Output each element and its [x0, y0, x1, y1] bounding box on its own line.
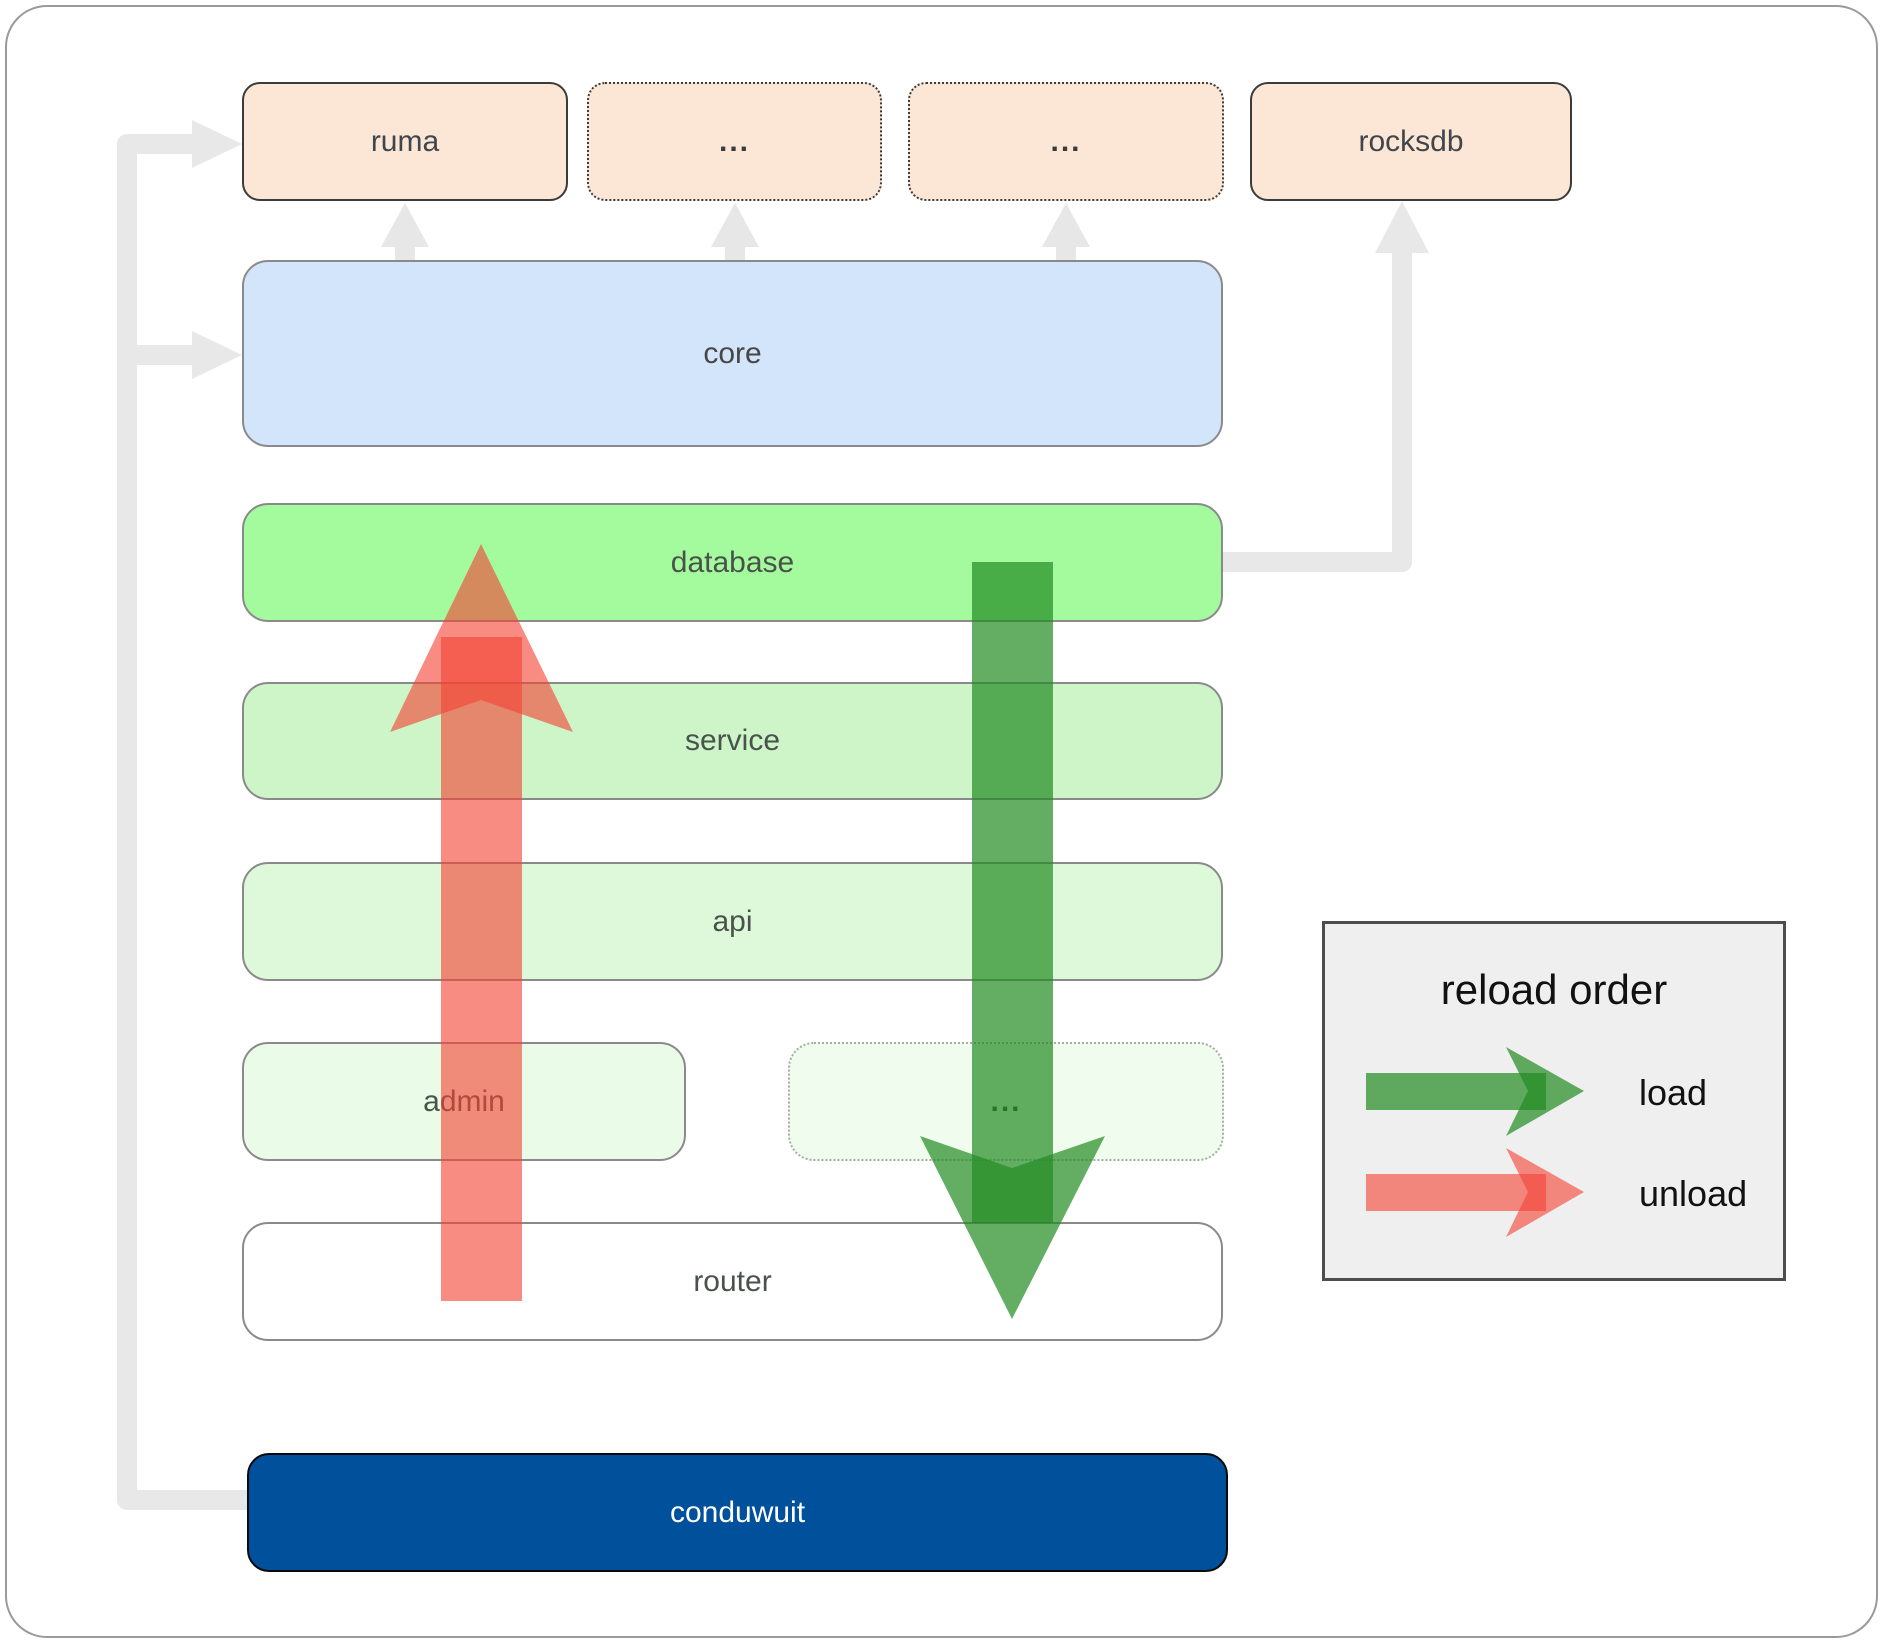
box-core: core	[242, 260, 1223, 447]
box-api: api	[242, 862, 1223, 981]
box-ruma: ruma	[242, 82, 568, 201]
load-arrow-icon	[920, 562, 1105, 1319]
database-to-rocksdb-connector	[1222, 201, 1429, 572]
arrowhead-to-core	[192, 331, 242, 379]
legend-label-unload: unload	[1639, 1173, 1748, 1214]
box-rocksdb: rocksdb	[1250, 82, 1572, 201]
legend-unload-arrow-icon	[1366, 1148, 1584, 1237]
legend-load-arrow-icon	[1366, 1047, 1584, 1136]
diagram-outer-border	[5, 5, 1878, 1638]
arrowhead-to-rocksdb	[1375, 201, 1429, 253]
box-ellipsis-top-1: ...	[587, 82, 882, 201]
box-conduwuit: conduwuit	[247, 1453, 1228, 1572]
box-ellipsis-top-2: ...	[908, 82, 1224, 201]
unload-arrow-icon	[390, 544, 573, 1301]
arrowhead-to-ruma	[192, 120, 242, 168]
legend-label-load: load	[1639, 1072, 1708, 1113]
legend-title: reload order	[1440, 966, 1668, 1013]
box-router: router	[242, 1222, 1223, 1341]
conduwuit-connector	[117, 120, 247, 1510]
box-database: database	[242, 503, 1223, 622]
core-to-deps-arrows	[381, 203, 1090, 261]
